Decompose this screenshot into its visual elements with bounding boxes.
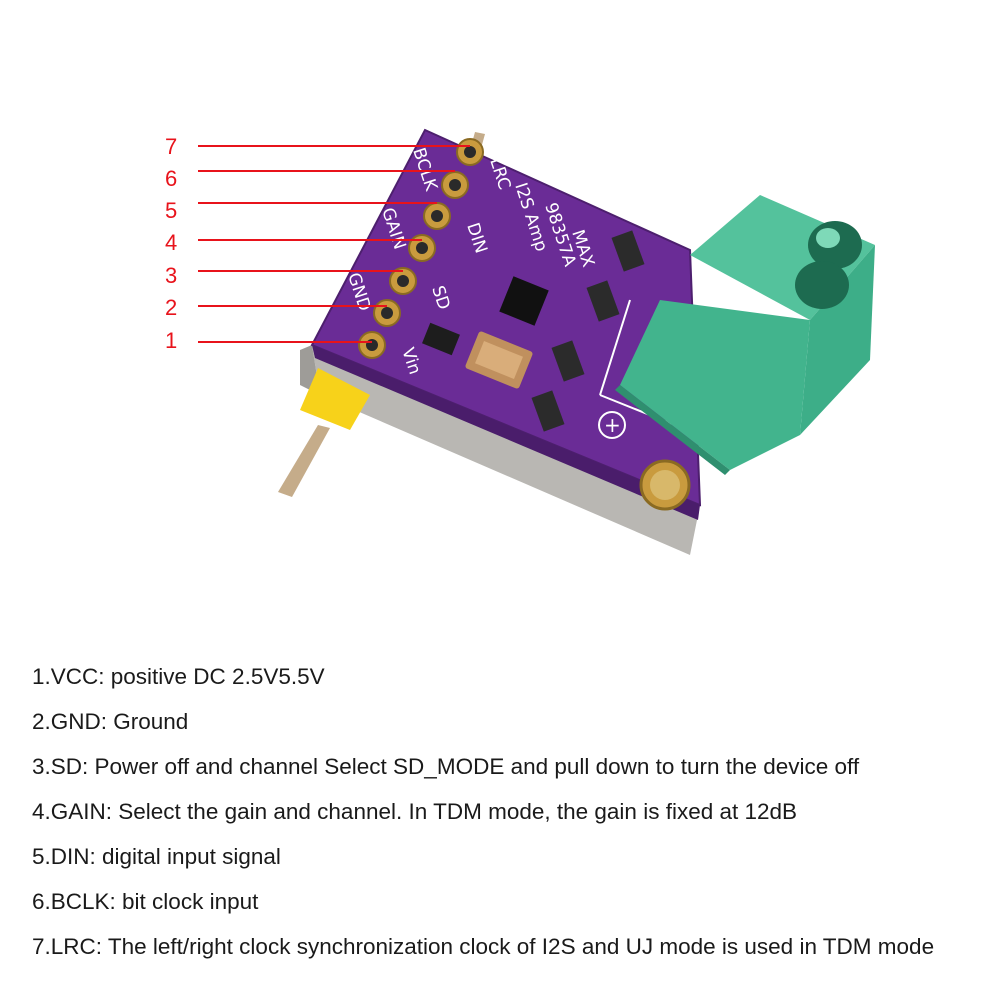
pin-description-lrc: 7.LRC: The left/right clock synchronizat… — [32, 934, 935, 959]
polarity-mark: + — [604, 413, 621, 437]
pin-description-din: 5.DIN: digital input signal — [32, 844, 281, 869]
pin-description-vcc: 1.VCC: positive DC 2.5V5.5V — [32, 664, 325, 689]
pcb-board — [300, 128, 702, 555]
callout-number-4: 4 — [165, 230, 177, 255]
pin-description-bclk: 6.BCLK: bit clock input — [32, 889, 259, 914]
screw-terminal — [615, 195, 875, 475]
callout-number-6: 6 — [165, 166, 177, 191]
callout-numbers: 7 6 5 4 3 2 1 — [165, 134, 177, 353]
breakout-board-photo: MAX 98357A I2S Amp LRC DIN SD Vin BCLK G… — [165, 128, 875, 555]
pin-description-gnd: 2.GND: Ground — [32, 709, 189, 734]
callout-number-7: 7 — [165, 134, 177, 159]
callout-number-1: 1 — [165, 328, 177, 353]
smd-components — [422, 230, 691, 511]
pin-description-gain: 4.GAIN: Select the gain and channel. In … — [32, 799, 798, 824]
pin-description-list: 1.VCC: positive DC 2.5V5.5V 2.GND: Groun… — [32, 658, 982, 973]
callout-number-2: 2 — [165, 295, 177, 320]
callout-number-5: 5 — [165, 198, 177, 223]
pin-pads — [358, 138, 484, 359]
pin-description-sd: 3.SD: Power off and channel Select SD_MO… — [32, 754, 860, 779]
callout-lines — [198, 145, 470, 343]
callout-number-3: 3 — [165, 263, 177, 288]
